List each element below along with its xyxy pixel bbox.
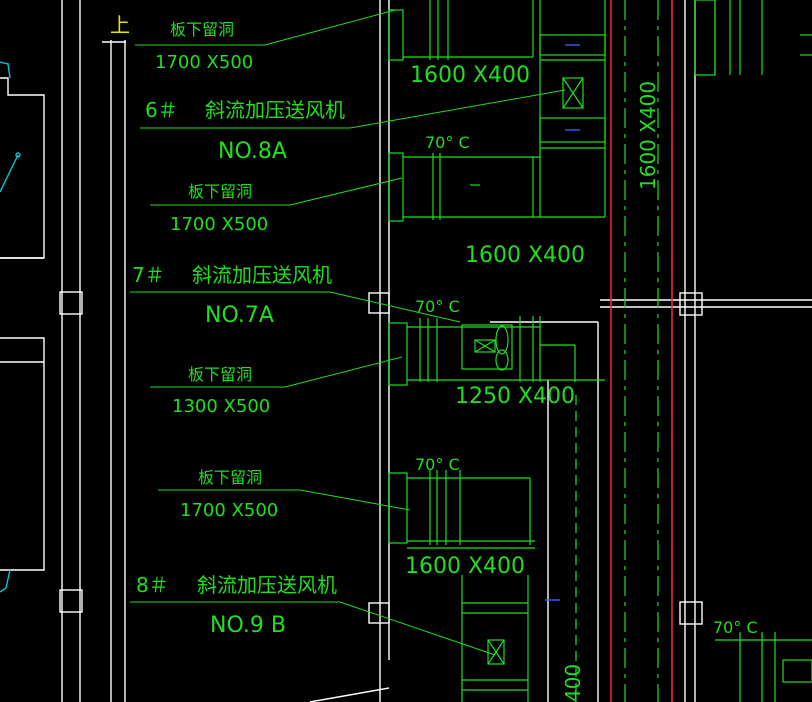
fan-7-name: 斜流加压送风机 bbox=[192, 263, 332, 287]
blue-markers bbox=[545, 44, 580, 601]
hole-4-size: 1700 X500 bbox=[180, 500, 278, 521]
labels: 上 板下留洞 1700 X500 1600 X400 6＃ 斜流加压送风机 NO… bbox=[110, 13, 758, 702]
fan-8-name: 斜流加压送风机 bbox=[197, 573, 337, 597]
duct-2-label: 1600 X400 bbox=[465, 243, 585, 268]
hole-1-size: 1700 X500 bbox=[155, 52, 253, 73]
bottom-duct-label: 400 bbox=[561, 664, 585, 702]
duct-3-label: 1250 X400 bbox=[455, 384, 575, 409]
hole-2-title: 板下留洞 bbox=[188, 182, 252, 201]
temp-3-label: 70° C bbox=[415, 455, 460, 474]
cyan-elements bbox=[0, 61, 21, 593]
temp-right-label: 70° C bbox=[713, 618, 758, 637]
left-room-lower bbox=[0, 337, 45, 571]
duct-1-label: 1600 X400 bbox=[410, 63, 530, 88]
hole-2-size: 1700 X500 bbox=[170, 214, 268, 235]
hole-4-title: 板下留洞 bbox=[198, 468, 262, 487]
top-mark-label: 上 bbox=[110, 13, 130, 37]
temp-2-label: 70° C bbox=[415, 297, 460, 316]
fan-6-name: 斜流加压送风机 bbox=[205, 98, 345, 122]
left-room-upper bbox=[0, 77, 45, 259]
hole-1-title: 板下留洞 bbox=[170, 20, 234, 39]
fan-8-model: NO.9 B bbox=[210, 613, 286, 638]
fan-7-code: 7＃ bbox=[132, 263, 165, 287]
temp-1-label: 70° C bbox=[425, 133, 470, 152]
hole-3-title: 板下留洞 bbox=[188, 365, 252, 384]
fan-7-model: NO.7A bbox=[205, 303, 274, 328]
duct-4-label: 1600 X400 bbox=[405, 554, 525, 579]
axis-lines bbox=[610, 0, 673, 702]
vertical-duct-label: 1600 X400 bbox=[636, 81, 660, 190]
hole-3-size: 1300 X500 bbox=[172, 396, 270, 417]
leader-lines bbox=[130, 9, 566, 656]
ducts bbox=[388, 0, 812, 702]
fan-6-model: NO.8A bbox=[218, 139, 287, 164]
fan-6-code: 6＃ bbox=[145, 98, 178, 122]
fan-8-code: 8＃ bbox=[136, 573, 169, 597]
